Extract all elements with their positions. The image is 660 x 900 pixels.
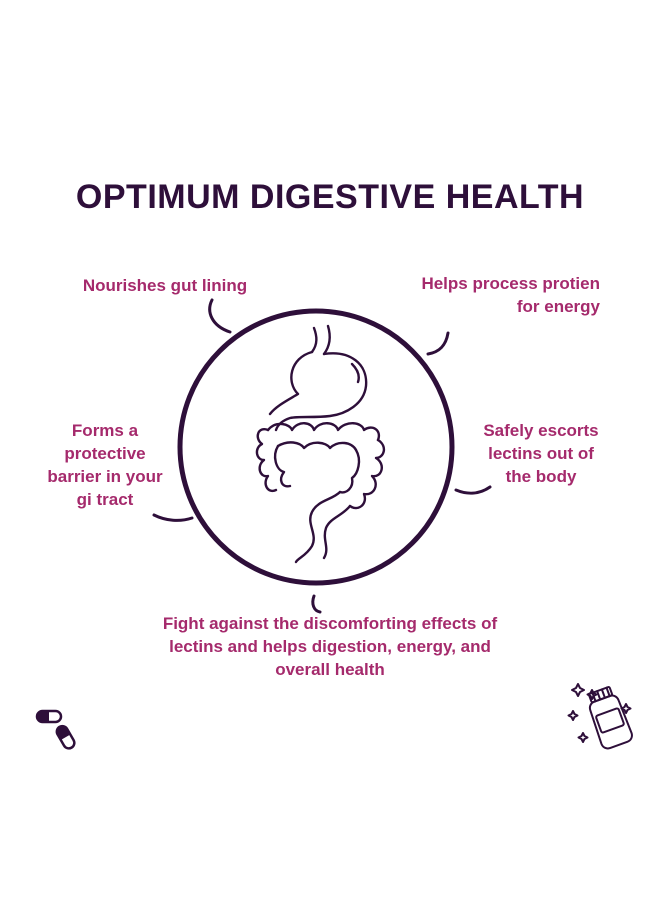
benefit-line: Fight against the discomforting effects …	[162, 614, 498, 633]
connector-mid-right	[454, 485, 492, 495]
connector-top-left	[208, 298, 232, 334]
benefit-process-protein: Helps process protien for energy	[350, 272, 600, 318]
digestive-system-icon	[255, 324, 386, 564]
connector-top-right	[426, 331, 450, 356]
capsule-icon	[35, 709, 76, 750]
benefit-line: overall health	[275, 660, 385, 679]
benefit-overall-health: Fight against the discomforting effects …	[80, 612, 580, 681]
page-title: OPTIMUM DIGESTIVE HEALTH	[75, 178, 585, 216]
benefit-line: Nourishes gut lining	[82, 276, 248, 295]
connector-bottom	[311, 594, 322, 614]
benefit-escorts-lectins: Safely escorts lectins out of the body	[466, 419, 616, 488]
benefit-line: barrier in your	[47, 467, 163, 486]
center-circle	[177, 308, 455, 586]
benefit-line: Forms a	[71, 421, 139, 440]
benefit-line: protective	[64, 444, 146, 463]
benefit-protective-barrier: Forms a protective barrier in your gi tr…	[20, 419, 190, 511]
connector-mid-left	[152, 513, 194, 522]
benefit-nourishes-gut-lining: Nourishes gut lining	[40, 274, 290, 297]
benefit-line: Helps process protien	[421, 274, 600, 293]
benefit-line: the body	[505, 467, 577, 486]
benefit-line: lectins and helps digestion, energy, and	[169, 637, 491, 656]
benefit-line: lectins out of	[488, 444, 594, 463]
supplement-bottle-icon	[567, 683, 633, 750]
benefit-line: Safely escorts	[483, 421, 599, 440]
benefit-line: gi tract	[76, 490, 134, 509]
benefit-line: for energy	[516, 297, 600, 316]
